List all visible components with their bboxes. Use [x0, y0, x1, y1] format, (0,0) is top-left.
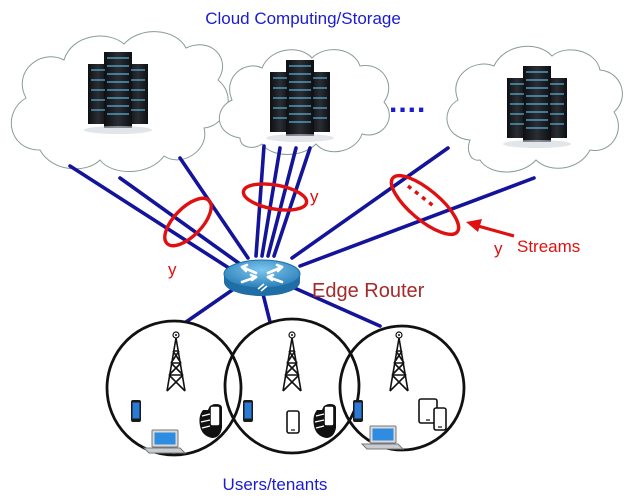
hand-holding-phone-icon [312, 403, 337, 439]
server-rack-icon [83, 51, 153, 135]
smartphone-icon [243, 400, 253, 422]
stream-ellipse-middle [241, 182, 309, 212]
stream-ellipse-right [389, 173, 461, 237]
smartphone-outline-icon [286, 410, 300, 434]
cloud-title: Cloud Computing/Storage [205, 9, 401, 28]
cell-middle [223, 317, 361, 455]
smartphone-icon [131, 400, 141, 422]
y-label-left: y [168, 260, 177, 279]
edge-router-label: Edge Router [312, 280, 425, 302]
y-label-middle: y [310, 187, 319, 206]
laptop-icon [361, 425, 404, 450]
streams-arrow [466, 219, 515, 238]
cell-right [338, 324, 466, 452]
users-label: Users/tenants [223, 475, 328, 494]
more-clouds-ellipsis: .... [389, 86, 426, 119]
router-icon [223, 259, 301, 296]
streams-label: Streams [517, 237, 580, 256]
y-label-right: y [494, 239, 503, 258]
smartphone-icon [353, 400, 363, 422]
cloud-router-links [68, 144, 536, 272]
cell-tower-icon [389, 331, 409, 392]
stream-bundles [163, 173, 461, 248]
server-rack-icon [265, 59, 335, 143]
stream-dotted-link [406, 184, 438, 210]
server-rack-icon [502, 65, 572, 149]
stream-ellipse-left [163, 196, 213, 248]
cell-tower-icon [282, 331, 302, 392]
smartphone-outline-icon [433, 407, 447, 431]
